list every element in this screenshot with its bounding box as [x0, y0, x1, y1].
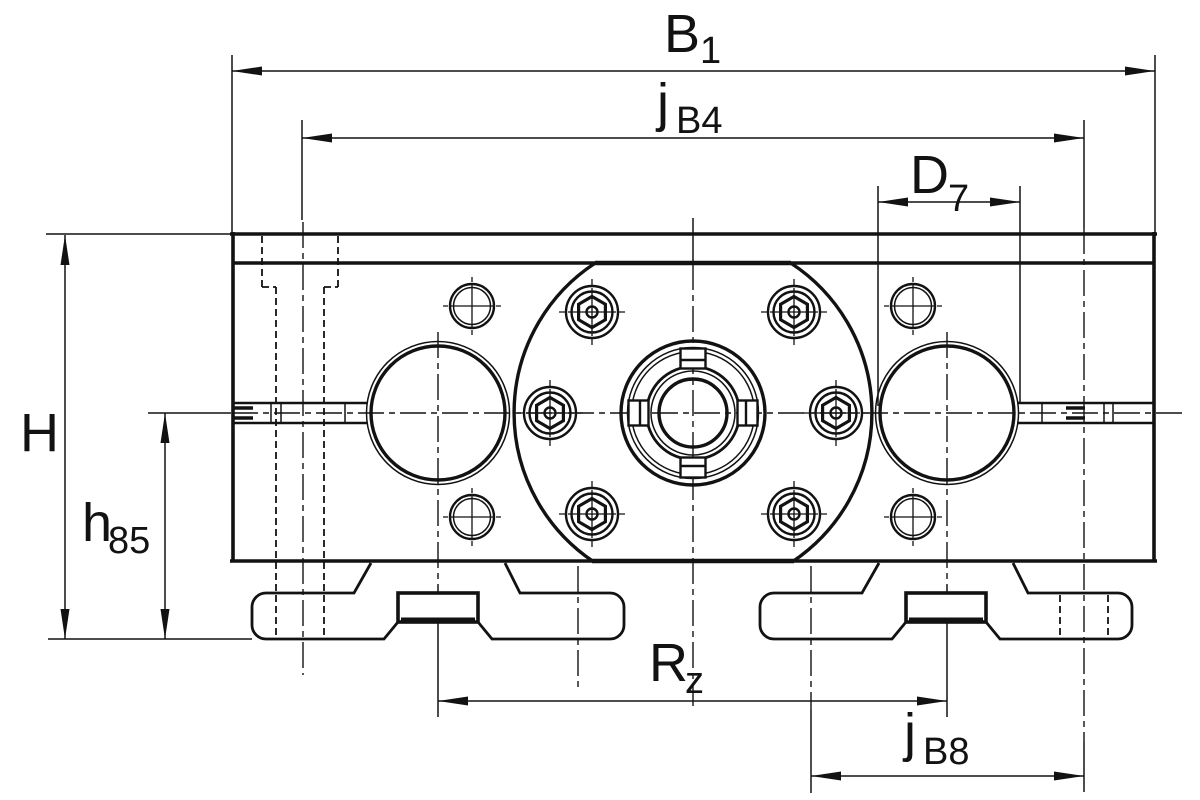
rail-tongue-right [904, 591, 988, 624]
central-plate-arc [512, 261, 874, 563]
hidden-hole-right-foot [1059, 595, 1109, 637]
hex-screws [517, 279, 869, 547]
label-b1-sub: 1 [700, 30, 721, 72]
hub-slot-top [679, 347, 707, 370]
hex-screw [559, 481, 625, 547]
label-rz-sub: z [685, 660, 704, 702]
dimension-rz: R z [438, 633, 947, 706]
label-jb4: j [655, 73, 669, 133]
rail-tongue-left [396, 591, 480, 624]
hex-screw [761, 279, 827, 345]
small-bore [443, 488, 501, 546]
hex-screw [803, 380, 869, 446]
hidden-tslot-hole [261, 236, 339, 637]
label-d7: D [910, 145, 949, 205]
small-bore [884, 277, 942, 335]
dimension-jb8: j B8 [811, 703, 1084, 781]
hex-screw [559, 279, 625, 345]
dimension-h: H [20, 233, 252, 640]
small-bore [443, 277, 501, 335]
hub-slot-right [736, 399, 759, 427]
dimension-h85: h 85 [82, 412, 231, 639]
hub-slot-left [627, 399, 650, 427]
lube-port-band-right [1017, 401, 1155, 425]
roller-circle-right [874, 340, 1020, 486]
lube-port-band-left [232, 401, 367, 425]
small-bores [443, 277, 942, 546]
label-jb8-sub: B8 [923, 731, 969, 773]
label-h85: h [82, 493, 112, 553]
dimension-jb4: j B4 [301, 73, 1085, 228]
center-lines [232, 218, 1182, 793]
central-hub [619, 339, 767, 487]
hub-slot-bottom [679, 456, 707, 479]
label-h85-sub: 85 [108, 520, 150, 562]
label-rz: R [649, 633, 688, 693]
hex-screw [517, 380, 583, 446]
dimension-b1: B 1 [231, 4, 1156, 232]
roller-circle-left [365, 340, 511, 486]
label-jb4-sub: B4 [676, 100, 722, 142]
hex-screw [761, 481, 827, 547]
label-jb8: j [902, 703, 916, 763]
label-h: H [20, 403, 59, 463]
dimension-d7: D 7 [877, 145, 1021, 406]
small-bore [884, 488, 942, 546]
label-d7-sub: 7 [948, 178, 969, 220]
rail-profile [250, 562, 1134, 641]
label-b1: B [664, 4, 700, 64]
